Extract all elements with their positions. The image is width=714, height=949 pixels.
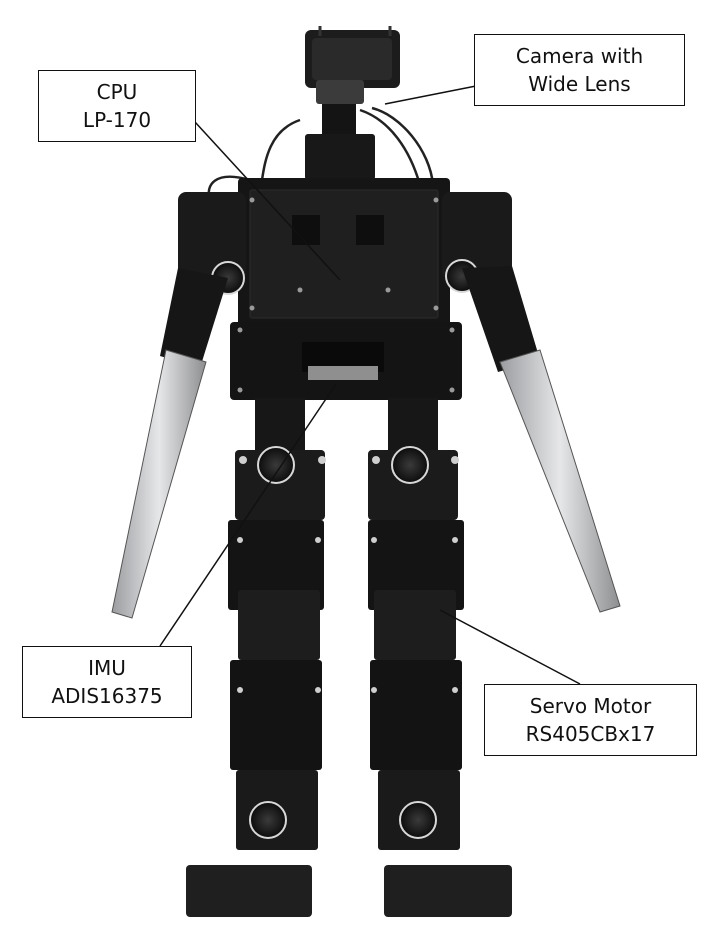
imu-leader-line: [159, 383, 337, 647]
robot-right-arm: [442, 192, 621, 613]
imu-label: IMU ADIS16375: [22, 646, 192, 718]
head-cables: [207, 106, 435, 201]
servo-label: Servo Motor RS405CBx17: [484, 684, 697, 756]
imu-label-line2: ADIS16375: [51, 684, 163, 708]
camera-label: Camera with Wide Lens: [474, 34, 685, 106]
servo-label-line1: Servo Motor: [529, 694, 652, 718]
robot-left-arm: [111, 192, 246, 619]
servo-label-line2: RS405CBx17: [525, 722, 656, 746]
camera-label-line1: Camera with: [515, 44, 644, 68]
camera-label-line2: Wide Lens: [528, 72, 631, 96]
cpu-label-line1: CPU: [96, 80, 138, 104]
robot-right-leg: [368, 398, 512, 917]
robot-left-leg: [186, 398, 325, 917]
servo-leader-line: [439, 609, 581, 685]
robot-torso: [230, 178, 462, 400]
cpu-label: CPU LP-170: [38, 70, 196, 142]
servo-details: [237, 456, 459, 693]
robot-head: [305, 26, 400, 180]
cpu-label-line2: LP-170: [82, 108, 152, 132]
camera-leader-line: [384, 85, 477, 105]
leader-lines: [159, 85, 581, 685]
imu-label-line1: IMU: [88, 656, 126, 680]
cpu-leader-line: [194, 121, 341, 281]
